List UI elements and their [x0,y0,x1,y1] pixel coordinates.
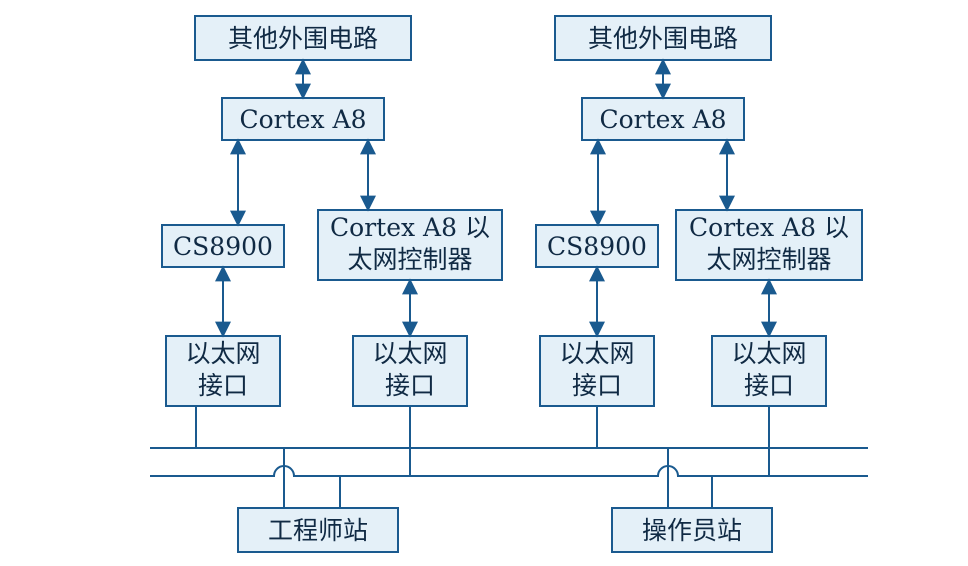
ethernet-controller-box [675,209,863,281]
ethernet-controller-label-line2: 太网控制器 [706,245,831,274]
cortex-a8-box [581,97,745,141]
ethernet-port-label-line1: 以太网 [372,339,447,368]
cortex-a8-label: Cortex A8 [600,105,727,134]
cs8900-label: CS8900 [547,232,647,261]
peripheral-circuit-label: 其他外围电路 [228,24,378,53]
peripheral-circuit-box [554,15,772,61]
ethernet-port-label-line1: 以太网 [731,339,806,368]
ethernet-controller-label-line1: Cortex A8 以 [330,213,490,242]
ethernet-port-box [539,335,655,407]
ethernet-port-box [165,335,281,407]
cs8900-label: CS8900 [173,232,273,261]
stations: 工程师站 操作员站 [237,448,773,553]
network-bus-line-lower [150,465,868,477]
operator-station-box [611,507,773,553]
peripheral-circuit-box [194,15,412,61]
ethernet-controller-box [317,209,503,281]
ethernet-port-label-line2: 接口 [198,371,248,400]
ethernet-controller-label-line1: Cortex A8 以 [689,213,849,242]
ethernet-port-box [711,335,827,407]
network-bus [150,447,868,477]
cortex-a8-label: Cortex A8 [240,105,367,134]
group-left: 其他外围电路 Cortex A8 CS8900 Cortex A8 以 太网控制… [161,15,503,476]
peripheral-circuit-label: 其他外围电路 [588,24,738,53]
ethernet-port-label-line2: 接口 [385,371,435,400]
ethernet-port-label-line1: 以太网 [559,339,634,368]
operator-station-label: 操作员站 [642,516,742,545]
engineer-station-label: 工程师站 [268,516,368,545]
ethernet-port-label-line1: 以太网 [185,339,260,368]
engineer-station-box [237,507,399,553]
ethernet-port-box [352,335,468,407]
ethernet-port-label-line2: 接口 [744,371,794,400]
group-right: 其他外围电路 Cortex A8 CS8900 Cortex A8 以 太网控制… [535,15,863,476]
cortex-a8-box [221,97,385,141]
ethernet-port-label-line2: 接口 [572,371,622,400]
ethernet-controller-label-line2: 太网控制器 [347,245,472,274]
